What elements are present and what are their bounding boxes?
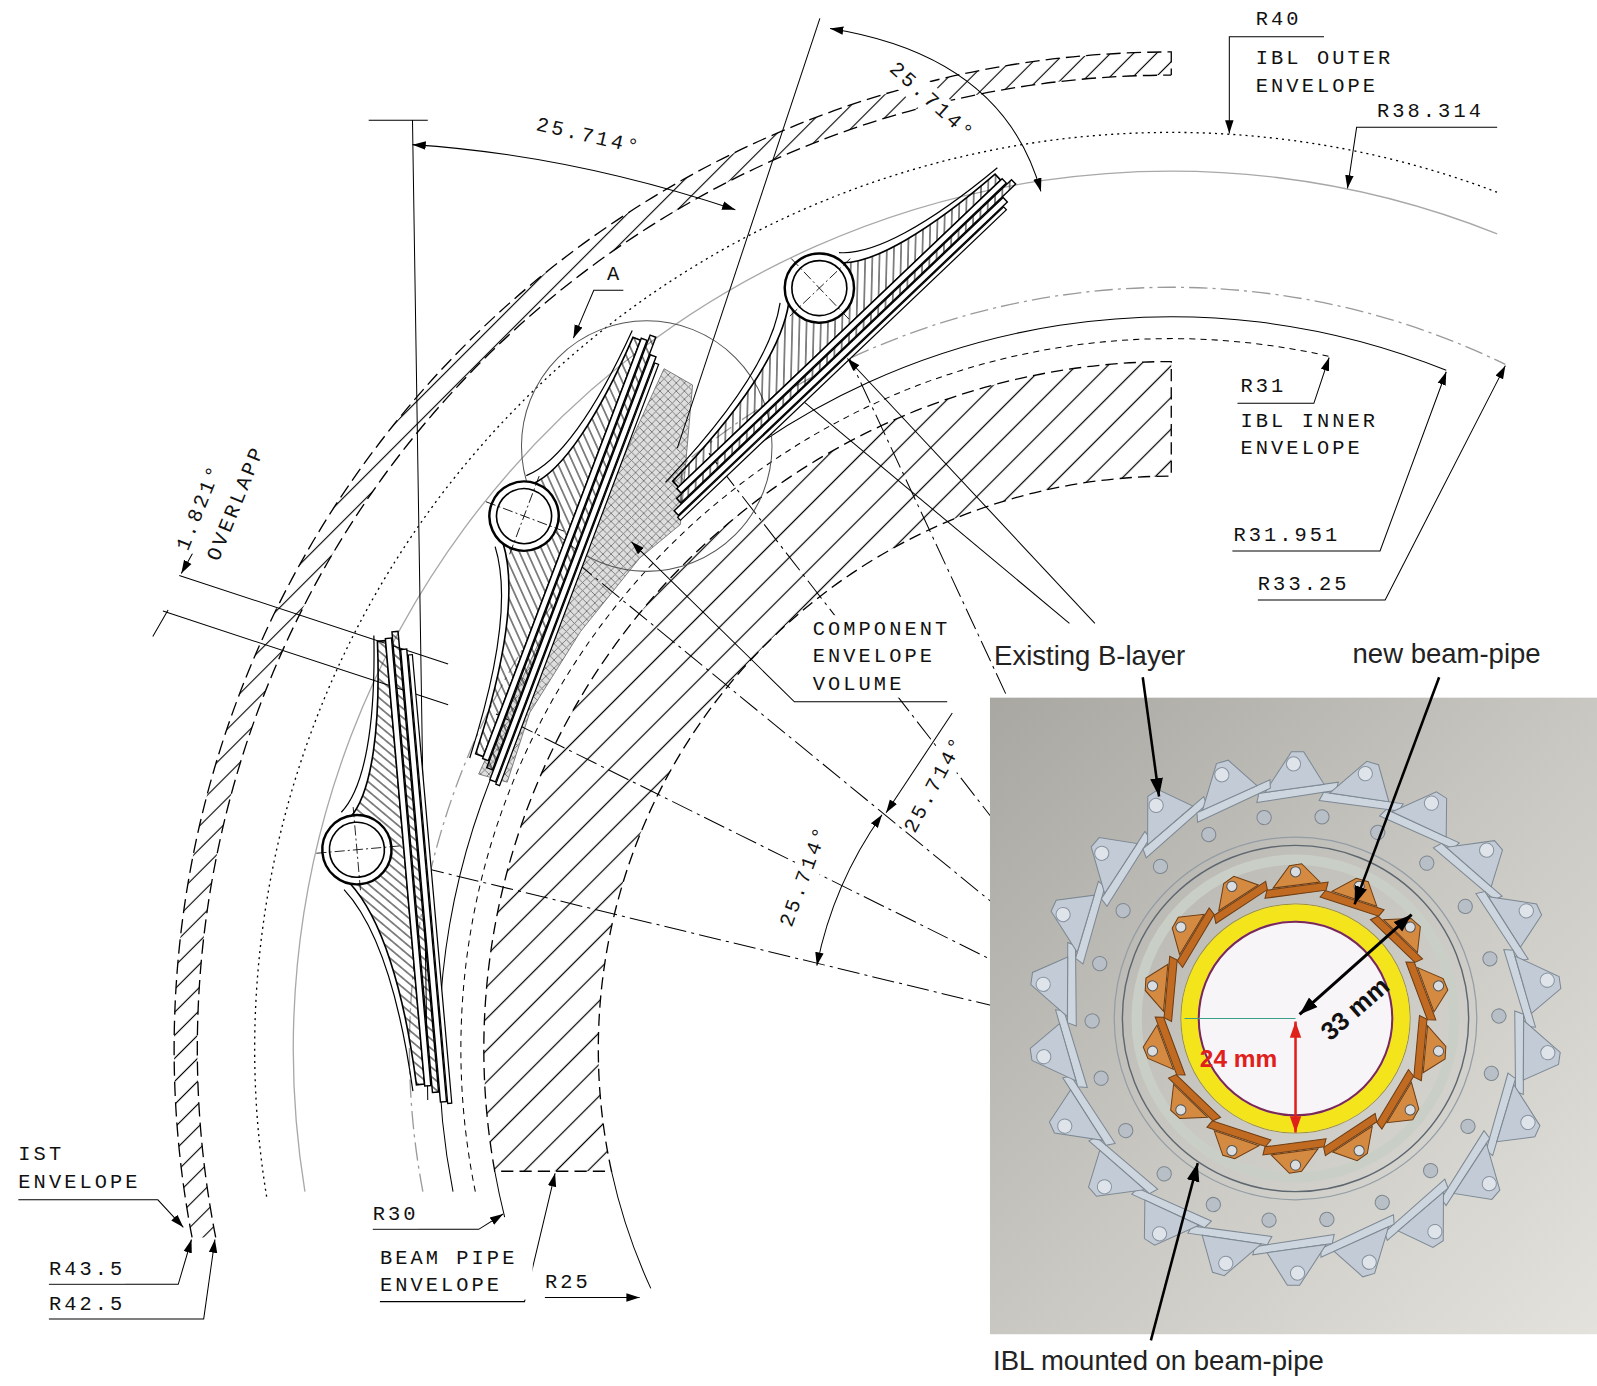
b-layer-stave xyxy=(1483,942,1566,1033)
leader-line xyxy=(847,359,1094,624)
dimension-label: 33 mm xyxy=(1315,971,1395,1045)
stave-section xyxy=(354,292,704,795)
stave-section xyxy=(296,630,452,1113)
r25-continuation xyxy=(612,1171,651,1288)
radius-arrow-red xyxy=(1294,1022,1297,1133)
ibl-stave xyxy=(1406,954,1454,1023)
overlap-arrow xyxy=(153,548,196,637)
radius-label: R42.5 xyxy=(49,1290,125,1317)
angle-label: 25.714° xyxy=(883,56,981,148)
envelope-label: BEAM PIPE ENVELOPE xyxy=(380,1245,533,1300)
r38-arc xyxy=(293,171,1497,1192)
leader-line xyxy=(545,1297,640,1298)
callout-label: Existing B-layer xyxy=(994,640,1185,673)
axis-line xyxy=(1185,1018,1296,1019)
leader-line xyxy=(49,1240,192,1285)
beam-pipe-outer xyxy=(1181,904,1410,1133)
callout-arrow xyxy=(1151,1163,1198,1340)
ibl-stave xyxy=(1137,1013,1185,1082)
b-layer-stave xyxy=(1179,1193,1278,1285)
leader-line xyxy=(1347,127,1497,188)
radius-label: R31.951 xyxy=(1233,521,1340,548)
b-layer-stave xyxy=(1183,750,1282,842)
b-layer-stave xyxy=(1035,1060,1135,1164)
radius-label: R25 xyxy=(545,1269,591,1296)
callout-arrow xyxy=(1143,677,1159,796)
radius-label: R30 xyxy=(373,1201,419,1228)
callout-label: new beam-pipe xyxy=(1353,638,1541,671)
angle-label: 25.714° xyxy=(773,821,835,931)
radius-label: R43.5 xyxy=(49,1256,125,1283)
leader-line xyxy=(1237,357,1329,403)
b-layer-stave xyxy=(1025,1004,1108,1095)
b-layer-stave xyxy=(1026,938,1109,1029)
dimension-label: 24 mm xyxy=(1200,1045,1277,1074)
angle-label: 25.714° xyxy=(898,731,972,838)
b-layer-stave xyxy=(1253,1213,1334,1285)
leader-line xyxy=(1232,372,1446,551)
leader-line xyxy=(805,402,1070,623)
inset-photo xyxy=(990,698,1597,1335)
leader-line xyxy=(49,1240,215,1319)
leader-line xyxy=(573,290,623,338)
envelope-label: IST ENVELOPE xyxy=(18,1141,171,1196)
b-layer-stave xyxy=(1482,1008,1565,1099)
outer-ring xyxy=(1122,845,1468,1191)
stave-section xyxy=(575,103,1050,526)
angle-dimension xyxy=(830,29,1041,192)
b-layer-stave xyxy=(1313,752,1412,844)
ibl-support-ring xyxy=(1137,860,1455,1178)
envelope-label: IBL INNER ENVELOPE xyxy=(1241,407,1394,462)
r30-continuation xyxy=(495,1171,505,1217)
detail-label: A xyxy=(607,261,622,288)
leader-line xyxy=(1258,366,1505,600)
envelope-label: IBL OUTER ENVELOPE xyxy=(1256,45,1409,100)
radius-label: R33.25 xyxy=(1258,570,1350,597)
outer-ring xyxy=(1114,837,1477,1200)
angle-dimension xyxy=(412,145,735,210)
radius-label: R38.314 xyxy=(1377,98,1484,125)
callout-label: IBL mounted on beam-pipe xyxy=(993,1344,1324,1377)
angle-label: 25.714° xyxy=(533,111,643,162)
leader-line xyxy=(18,1200,183,1227)
b-layer-stave xyxy=(1456,872,1556,976)
radius-label: R40 xyxy=(1256,6,1302,33)
leader-line xyxy=(380,1173,555,1301)
envelope-label: COMPONENT ENVELOPE VOLUME xyxy=(813,615,966,697)
callout-arrow xyxy=(1355,677,1440,904)
ibl-stave xyxy=(1265,864,1328,899)
ibl-stave xyxy=(1263,1139,1326,1174)
radius-label: R31 xyxy=(1241,373,1287,400)
